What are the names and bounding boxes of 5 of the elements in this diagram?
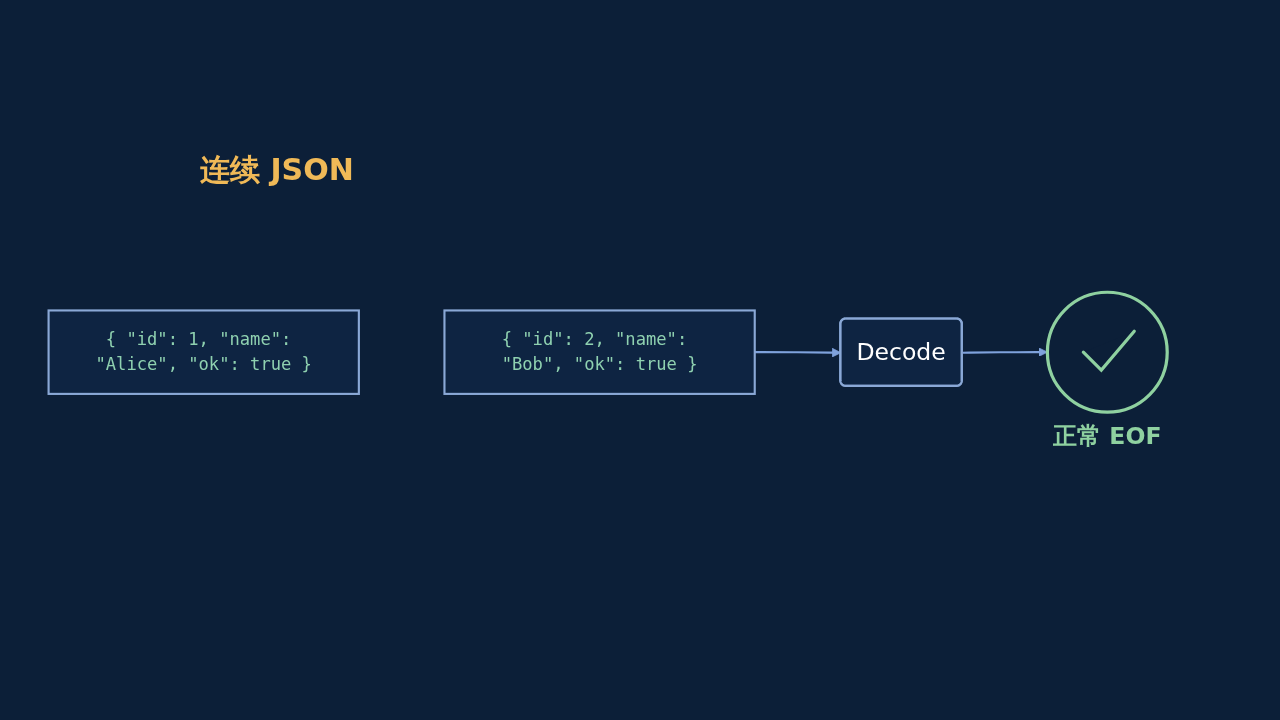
node-circle xyxy=(1045,291,1169,415)
node-box: { "id": 2, "name": "Bob", "ok": true } xyxy=(443,309,756,396)
status-caption: 正常 EOF xyxy=(1053,422,1162,451)
diagram-title: 连续 JSON xyxy=(200,151,354,189)
node-box: { "id": 1, "name": "Alice", "ok": true } xyxy=(47,309,360,396)
